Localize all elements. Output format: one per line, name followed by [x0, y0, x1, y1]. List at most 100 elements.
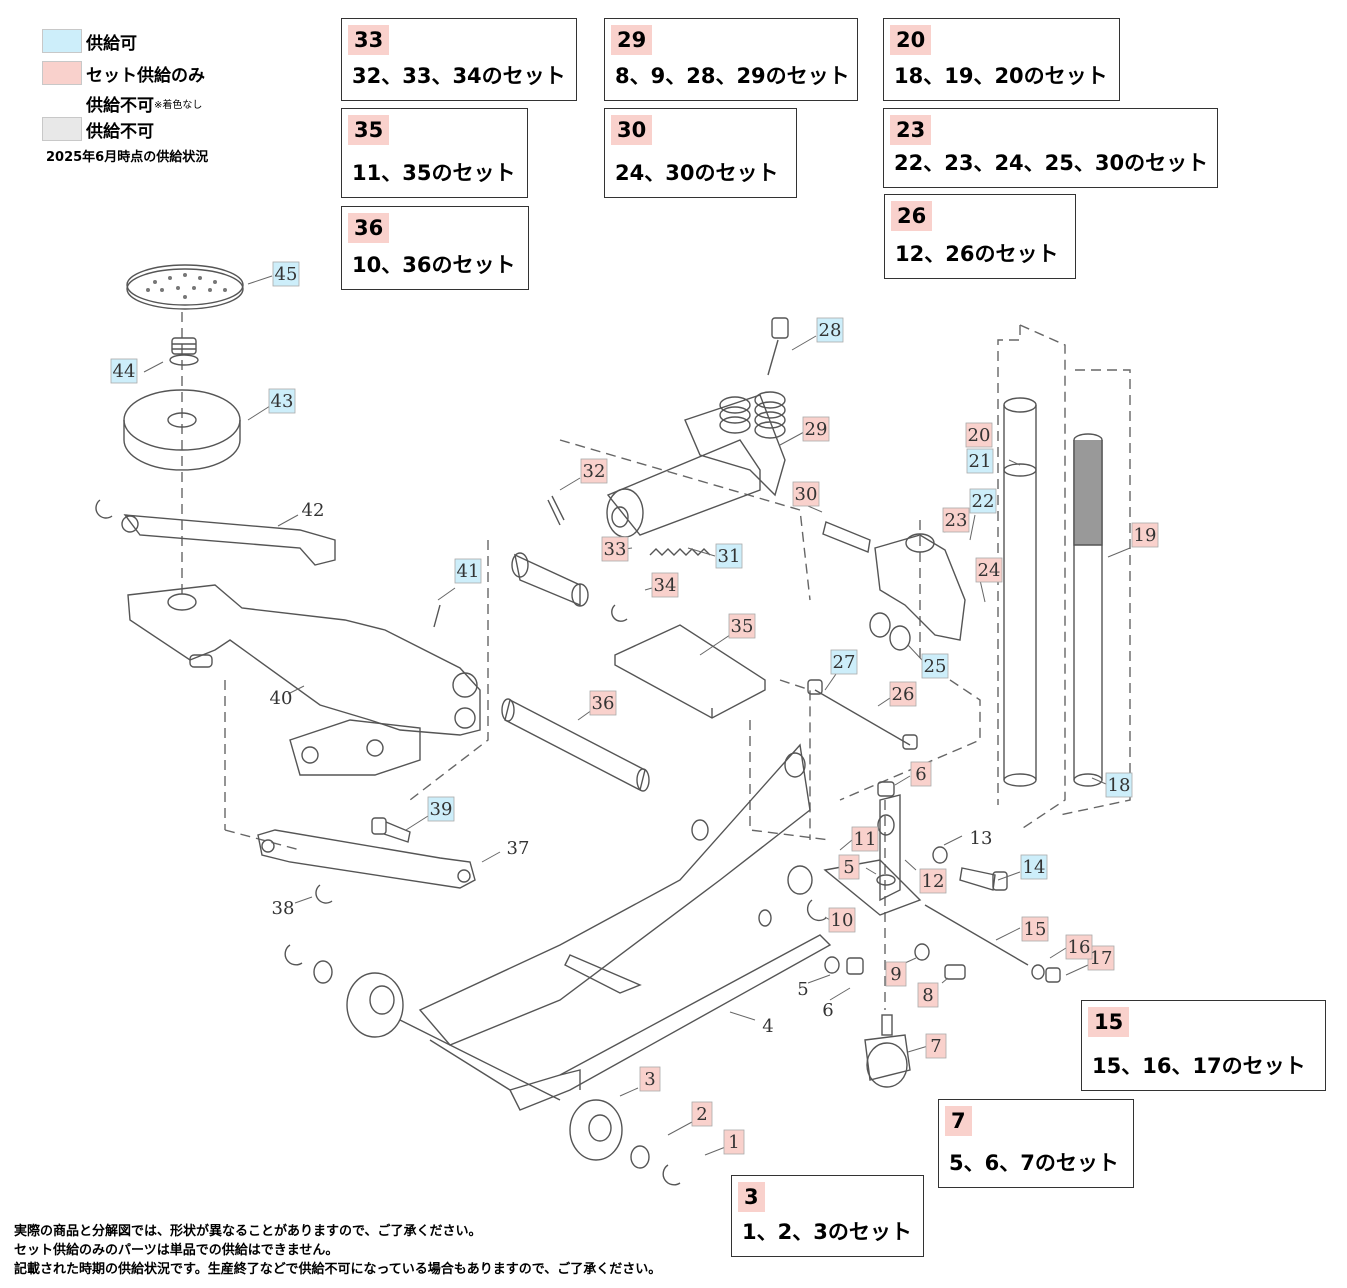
- set-box-number: 29: [611, 25, 653, 55]
- part-tag-25: 25: [921, 653, 949, 679]
- set-box-description: 5、6、7のセット: [949, 1151, 1119, 1175]
- legend: 供給可 セット供給のみ 供給不可 ※着色なし 供給不可 2025年6月時点の供給…: [42, 28, 242, 168]
- part-number-label: 22: [972, 491, 995, 512]
- part-number-label: 41: [457, 561, 480, 582]
- part-tag-background: [110, 358, 138, 384]
- set-box-23: 23 22、23、24、25、30のセット: [883, 108, 1218, 188]
- set-box-36: 36 10、36のセット: [341, 206, 529, 290]
- part-number-label: 14: [1023, 857, 1046, 878]
- part-tag-23: 23: [942, 507, 970, 533]
- part-number-label: 39: [430, 799, 453, 820]
- part-number-label: 34: [654, 575, 677, 596]
- part-tag-14: 14: [1020, 854, 1048, 880]
- part-number-label: 18: [1108, 775, 1131, 796]
- part-number-label: 24: [978, 560, 1001, 581]
- part-tag-15: 15: [1021, 916, 1049, 942]
- part-number-label: 3: [644, 1069, 655, 1090]
- part-tag-3: 3: [639, 1066, 661, 1092]
- part-number-label: 21: [969, 451, 992, 472]
- legend-unavailable: 供給不可: [42, 116, 154, 142]
- footer-note-2: セット供給のみのパーツは単品での供給はできません。: [14, 1243, 339, 1258]
- part-number-label: 9: [890, 964, 901, 985]
- part-tag-11: 11: [851, 826, 879, 852]
- set-box-3: 3 1、2、3のセット: [731, 1175, 924, 1257]
- part-number-label: 17: [1090, 948, 1113, 969]
- legend-label-set-only: セット供給のみ: [86, 65, 205, 86]
- part-number-label: 5: [797, 979, 808, 1000]
- part-tag-16: 16: [1065, 934, 1093, 960]
- caster-bracket-part: [823, 794, 922, 916]
- part-tag-background: [919, 868, 947, 894]
- part-tag-24: 24: [975, 557, 1003, 583]
- part-tag-background: [1020, 854, 1048, 880]
- set-box-7: 7 5、6、7のセット: [938, 1099, 1134, 1188]
- long-bolt-part: [924, 904, 1029, 966]
- part-number-label: 38: [272, 898, 295, 919]
- part-number-label: 4: [762, 1016, 773, 1037]
- part-tag-background: [728, 613, 756, 639]
- footer-note-3: 記載された時期の供給状況です。生産終了などで供給不可になっている場合もありますの…: [14, 1262, 662, 1277]
- part-number-label: 27: [833, 652, 856, 673]
- legend-swatch-set-only: [42, 61, 82, 85]
- part-tag-background: [272, 261, 300, 287]
- part-tag-43: 43: [268, 388, 296, 414]
- set-box-description: 24、30のセット: [615, 161, 779, 185]
- part-number-label: 44: [113, 361, 136, 382]
- part-tag-6: 6: [910, 761, 932, 787]
- pump-body-part: [606, 317, 789, 538]
- part-tag-background: [828, 907, 856, 933]
- set-box-description: 11、35のセット: [352, 161, 516, 185]
- legend-set-only: セット供給のみ: [42, 60, 205, 86]
- part-number-label: 10: [831, 910, 854, 931]
- set-box-description: 12、26のセット: [895, 242, 1059, 266]
- part-number-label: 7: [930, 1036, 941, 1057]
- hex-bolt-part: [959, 867, 1008, 891]
- set-box-26: 26 12、26のセット: [884, 194, 1076, 279]
- rear-link-part: [257, 829, 476, 889]
- legend-label-available: 供給可: [86, 33, 137, 54]
- lift-arm-part: [127, 584, 481, 776]
- part-tag-34: 34: [651, 572, 679, 598]
- part-tag-40: 40: [270, 688, 293, 709]
- handle-upper-part: [1003, 397, 1037, 787]
- rear-wheel-part: [346, 972, 623, 1161]
- handle-lower-part: [1073, 433, 1103, 787]
- part-tag-background: [975, 557, 1003, 583]
- part-tag-background: [838, 854, 860, 880]
- part-tag-39: 39: [427, 796, 455, 822]
- part-number-label: 32: [583, 461, 606, 482]
- part-tag-background: [1105, 772, 1133, 798]
- part-number-label: 20: [968, 425, 991, 446]
- main-frame-part: [418, 743, 832, 1111]
- part-tag-5b: 5: [797, 979, 808, 1000]
- part-tag-background: [1065, 934, 1093, 960]
- part-number-label: 6: [822, 1000, 833, 1021]
- part-tag-38: 38: [272, 898, 295, 919]
- washers: [284, 944, 681, 1186]
- part-tag-background: [925, 1033, 947, 1059]
- clip-part: [315, 884, 333, 904]
- spring-part: [649, 548, 711, 556]
- part-tag-background: [427, 796, 455, 822]
- part-tag-33: 33: [601, 536, 629, 562]
- part-tag-background: [917, 982, 939, 1008]
- part-number-label: 31: [718, 546, 741, 567]
- footer-notes: 実際の商品と分解図では、形状が異なることがありますので、ご了承ください。 セット…: [14, 1222, 661, 1279]
- set-box-number: 35: [348, 115, 390, 145]
- part-tag-background: [851, 826, 879, 852]
- part-tag-background: [921, 653, 949, 679]
- part-tag-22: 22: [969, 488, 997, 514]
- part-tag-background: [1021, 916, 1049, 942]
- clip-part: [611, 604, 628, 622]
- bolt-part: [371, 817, 411, 843]
- set-box-number: 23: [890, 115, 932, 145]
- part-tag-background: [965, 422, 993, 448]
- saddle-stem-part: [169, 337, 199, 366]
- part-number-label: 11: [854, 829, 877, 850]
- set-box-29: 29 8、9、28、29のセット: [604, 18, 858, 101]
- legend-as-of-date: 2025年6月時点の供給状況: [46, 150, 209, 165]
- part-tag-background: [830, 649, 858, 675]
- part-number-label: 25: [924, 656, 947, 677]
- part-number-label: 37: [507, 838, 530, 859]
- set-box-description: 22、23、24、25、30のセット: [894, 151, 1209, 175]
